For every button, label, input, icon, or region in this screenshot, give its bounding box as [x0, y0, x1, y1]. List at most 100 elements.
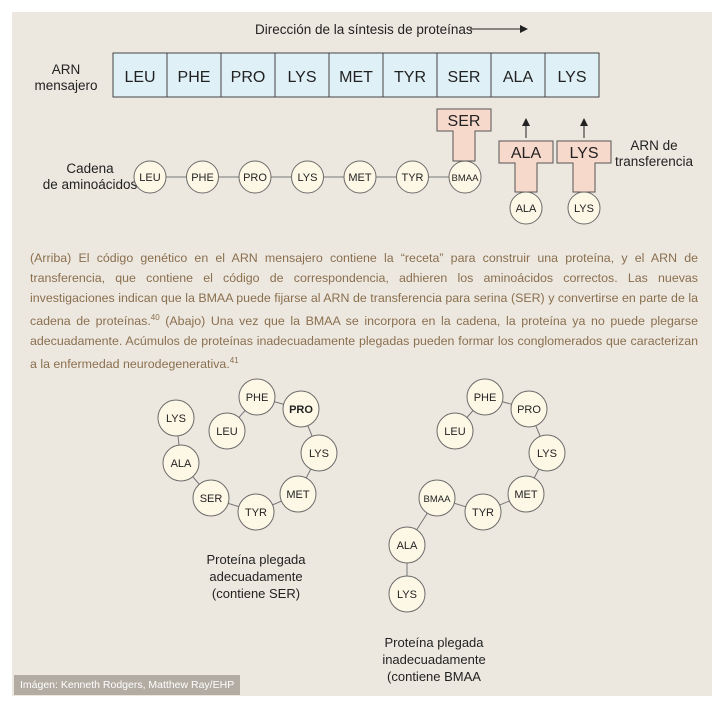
- protein-node-label: ALA: [397, 540, 418, 552]
- codon-label: SER: [448, 69, 481, 86]
- right-protein-label-line2: inadecuadamente: [382, 652, 485, 667]
- codon-box: [436, 52, 492, 98]
- chain-node-label: PRO: [243, 172, 267, 184]
- right-protein-label-line3: (contiene BMAA: [387, 669, 481, 684]
- protein-node: [388, 526, 426, 564]
- image-credit: Imágen: Kenneth Rodgers, Matthew Ray/EHP: [14, 675, 241, 695]
- left-protein-label-line1: Proteína plegada: [206, 552, 306, 567]
- chain-node-label: LYS: [298, 172, 318, 184]
- codon-label: LYS: [287, 69, 316, 86]
- codon-label: PRO: [231, 69, 266, 86]
- protein-node-label: LYS: [166, 413, 186, 425]
- mrna-codon-strip: LEU PHE PRO LYS MET TYR SER ALA LYS: [112, 52, 600, 98]
- protein-node-label: ALA: [171, 458, 192, 470]
- caption-text-2: (Abajo) Una vez que la BMAA se incorpora…: [30, 314, 698, 372]
- protein-node: [510, 390, 548, 428]
- protein-node: [466, 378, 504, 416]
- protein-node: [237, 493, 275, 531]
- trna-tag: LYS: [569, 145, 598, 162]
- protein-node-label: TYR: [245, 507, 267, 519]
- protein-node: [300, 434, 338, 472]
- trna-label-line2: transferencia: [615, 154, 694, 169]
- codon-label: PHE: [178, 69, 211, 86]
- protein-node-label: MET: [514, 489, 538, 501]
- right-protein-label-line1: Proteína plegada: [384, 635, 484, 650]
- protein-node: [282, 390, 320, 428]
- chain-label-line2: de aminoácidos: [43, 177, 138, 192]
- protein-node: [507, 475, 545, 513]
- protein-node: [528, 434, 566, 472]
- trna-group: SER ALA ALA LYS LYS: [436, 108, 612, 225]
- left-protein-label-line2: adecuadamente: [209, 569, 302, 584]
- codon-box: [166, 52, 222, 98]
- caption-text-1: (Arriba) El código genético en el ARN me…: [30, 251, 698, 329]
- codon-label: LYS: [557, 69, 586, 86]
- codon-box: [544, 52, 600, 98]
- protein-node-label: LYS: [537, 448, 557, 460]
- protein-node-label: BMAA: [424, 494, 452, 505]
- trna-shape: [498, 140, 554, 193]
- codon-label: LEU: [124, 69, 155, 86]
- protein-node-label: PRO: [517, 404, 541, 416]
- direction-label: Dirección de la síntesis de proteínas: [255, 22, 473, 37]
- figure-caption: (Arriba) El código genético en el ARN me…: [30, 248, 698, 374]
- caption-ref-2: 41: [229, 356, 239, 366]
- amino-acid-chain: LEU PHE PRO LYS MET TYR BMAA: [133, 160, 482, 194]
- protein-node-label: LYS: [397, 589, 417, 601]
- trna-label-line1: ARN de: [630, 138, 677, 153]
- chain-node: [186, 160, 219, 194]
- codon-label: TYR: [394, 69, 426, 86]
- trna-amino-node: [567, 191, 601, 225]
- trna-amino-node: [509, 191, 543, 225]
- chain-node: [343, 160, 377, 194]
- chain-node: [238, 160, 272, 194]
- chain-node-label: LEU: [139, 172, 160, 184]
- mrna-label-line1: ARN: [52, 62, 81, 77]
- left-protein-label-line3: (contiene SER): [212, 586, 300, 601]
- misfolded-protein: LYS ALA BMAA TYR MET LYS PRO PHE LEU: [388, 378, 566, 613]
- trna-amino-node-label: LYS: [574, 203, 594, 215]
- chain-node-label: MET: [348, 172, 372, 184]
- trna-shape: [436, 108, 492, 162]
- protein-node-label: MET: [286, 489, 310, 501]
- protein-node: [162, 444, 200, 482]
- chain-node-label: PHE: [191, 172, 214, 184]
- chain-label-line1: Cadena: [66, 161, 114, 176]
- protein-node-label: LEU: [444, 426, 465, 438]
- protein-node-label: PRO: [289, 404, 313, 416]
- protein-node: [157, 399, 195, 437]
- caption-ref-1: 40: [150, 313, 160, 322]
- trna-shape: [556, 140, 612, 193]
- protein-node-label: LEU: [216, 426, 237, 438]
- trna-tag: SER: [448, 113, 481, 130]
- chain-node: [133, 160, 167, 194]
- protein-node-label: PHE: [474, 392, 497, 404]
- protein-node: [418, 479, 456, 517]
- codon-box: [490, 52, 546, 98]
- protein-node: [388, 575, 426, 613]
- correctly-folded-protein: LYS ALA SER TYR MET LYS PRO PHE LEU: [157, 378, 338, 531]
- mrna-label-line2: mensajero: [34, 78, 97, 93]
- figure-panel: [12, 12, 712, 696]
- trna-tag: ALA: [511, 145, 542, 162]
- chain-node-label: TYR: [402, 172, 424, 184]
- chain-node: [396, 160, 429, 194]
- codon-label: ALA: [503, 69, 534, 86]
- protein-node-label: PHE: [246, 392, 269, 404]
- protein-node: [436, 412, 474, 450]
- codon-label: MET: [339, 69, 373, 86]
- chain-node: [291, 160, 324, 194]
- chain-node-label: BMAA: [452, 173, 480, 184]
- trna-amino-node-label: ALA: [516, 203, 537, 215]
- protein-node: [238, 378, 276, 416]
- protein-node-label: LYS: [309, 448, 329, 460]
- codon-box: [382, 52, 438, 98]
- protein-node: [208, 412, 246, 450]
- protein-node: [279, 475, 317, 513]
- protein-node-label: SER: [200, 493, 223, 505]
- protein-node: [464, 493, 502, 531]
- protein-node: [192, 479, 230, 517]
- protein-node-label: TYR: [472, 507, 494, 519]
